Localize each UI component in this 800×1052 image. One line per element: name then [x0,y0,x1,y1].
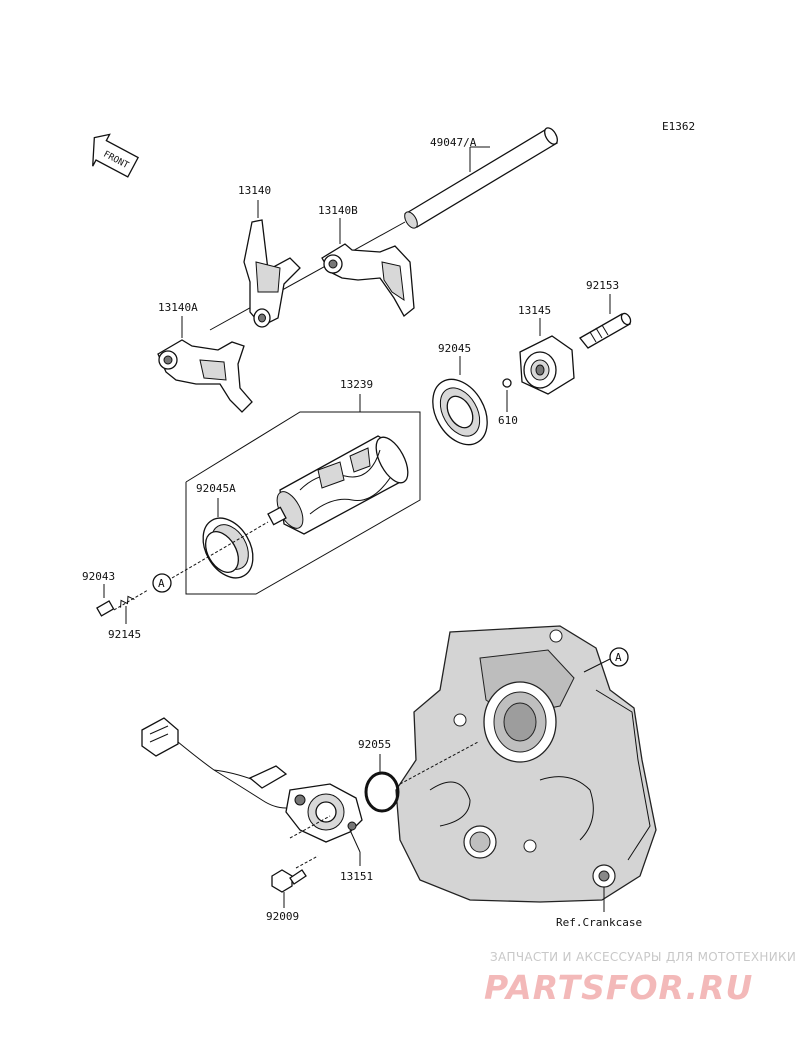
label-92045: 92045 [438,342,471,355]
o-ring-92055 [364,771,400,813]
watermark-logo: PARTSFOR.RU [484,968,754,1007]
watermark-tagline: ЗАПЧАСТИ И АКСЕССУАРЫ ДЛЯ МОТОТЕХНИКИ [490,950,797,964]
label-13239: 13239 [340,378,373,391]
bearing-92045A [202,517,254,579]
callout-a-crankcase-label: A [615,651,622,664]
bolt-92153 [579,312,632,349]
shift-drum [267,435,409,535]
diagram-code: E1362 [662,120,695,133]
label-92145: 92145 [108,628,141,641]
pin-610 [502,378,512,388]
label-49047A: 49047/A [430,136,477,149]
front-arrow-icon: FRONT [92,133,139,178]
sensor-13151 [141,717,363,843]
label-92153: 92153 [586,279,619,292]
label-13140A: 13140A [158,301,198,314]
label-92043: 92043 [82,570,115,583]
label-92045A: 92045A [196,482,236,495]
spring-92145 [120,595,135,608]
positioner-13145 [519,335,575,395]
label-92009: 92009 [266,910,299,923]
label-13140: 13140 [238,184,271,197]
label-13151: 13151 [340,870,373,883]
shift-fork-13140B [321,243,415,317]
pin-92043 [96,600,115,617]
label-610: 610 [498,414,518,427]
bearing-92045 [432,378,488,446]
label-13140B: 13140B [318,204,358,217]
callout-a-crankcase: A [609,647,629,667]
shift-fork-13140A [157,339,253,413]
label-13145: 13145 [518,304,551,317]
ref-crankcase-label: Ref.Crankcase [556,916,642,929]
crankcase [395,625,657,903]
callout-a-top-label: A [158,577,165,590]
shift-fork-13140 [243,219,301,328]
shift-rod [403,127,559,229]
callout-a-top: A [152,573,172,593]
label-92055: 92055 [358,738,391,751]
bolt-92009 [271,869,307,893]
